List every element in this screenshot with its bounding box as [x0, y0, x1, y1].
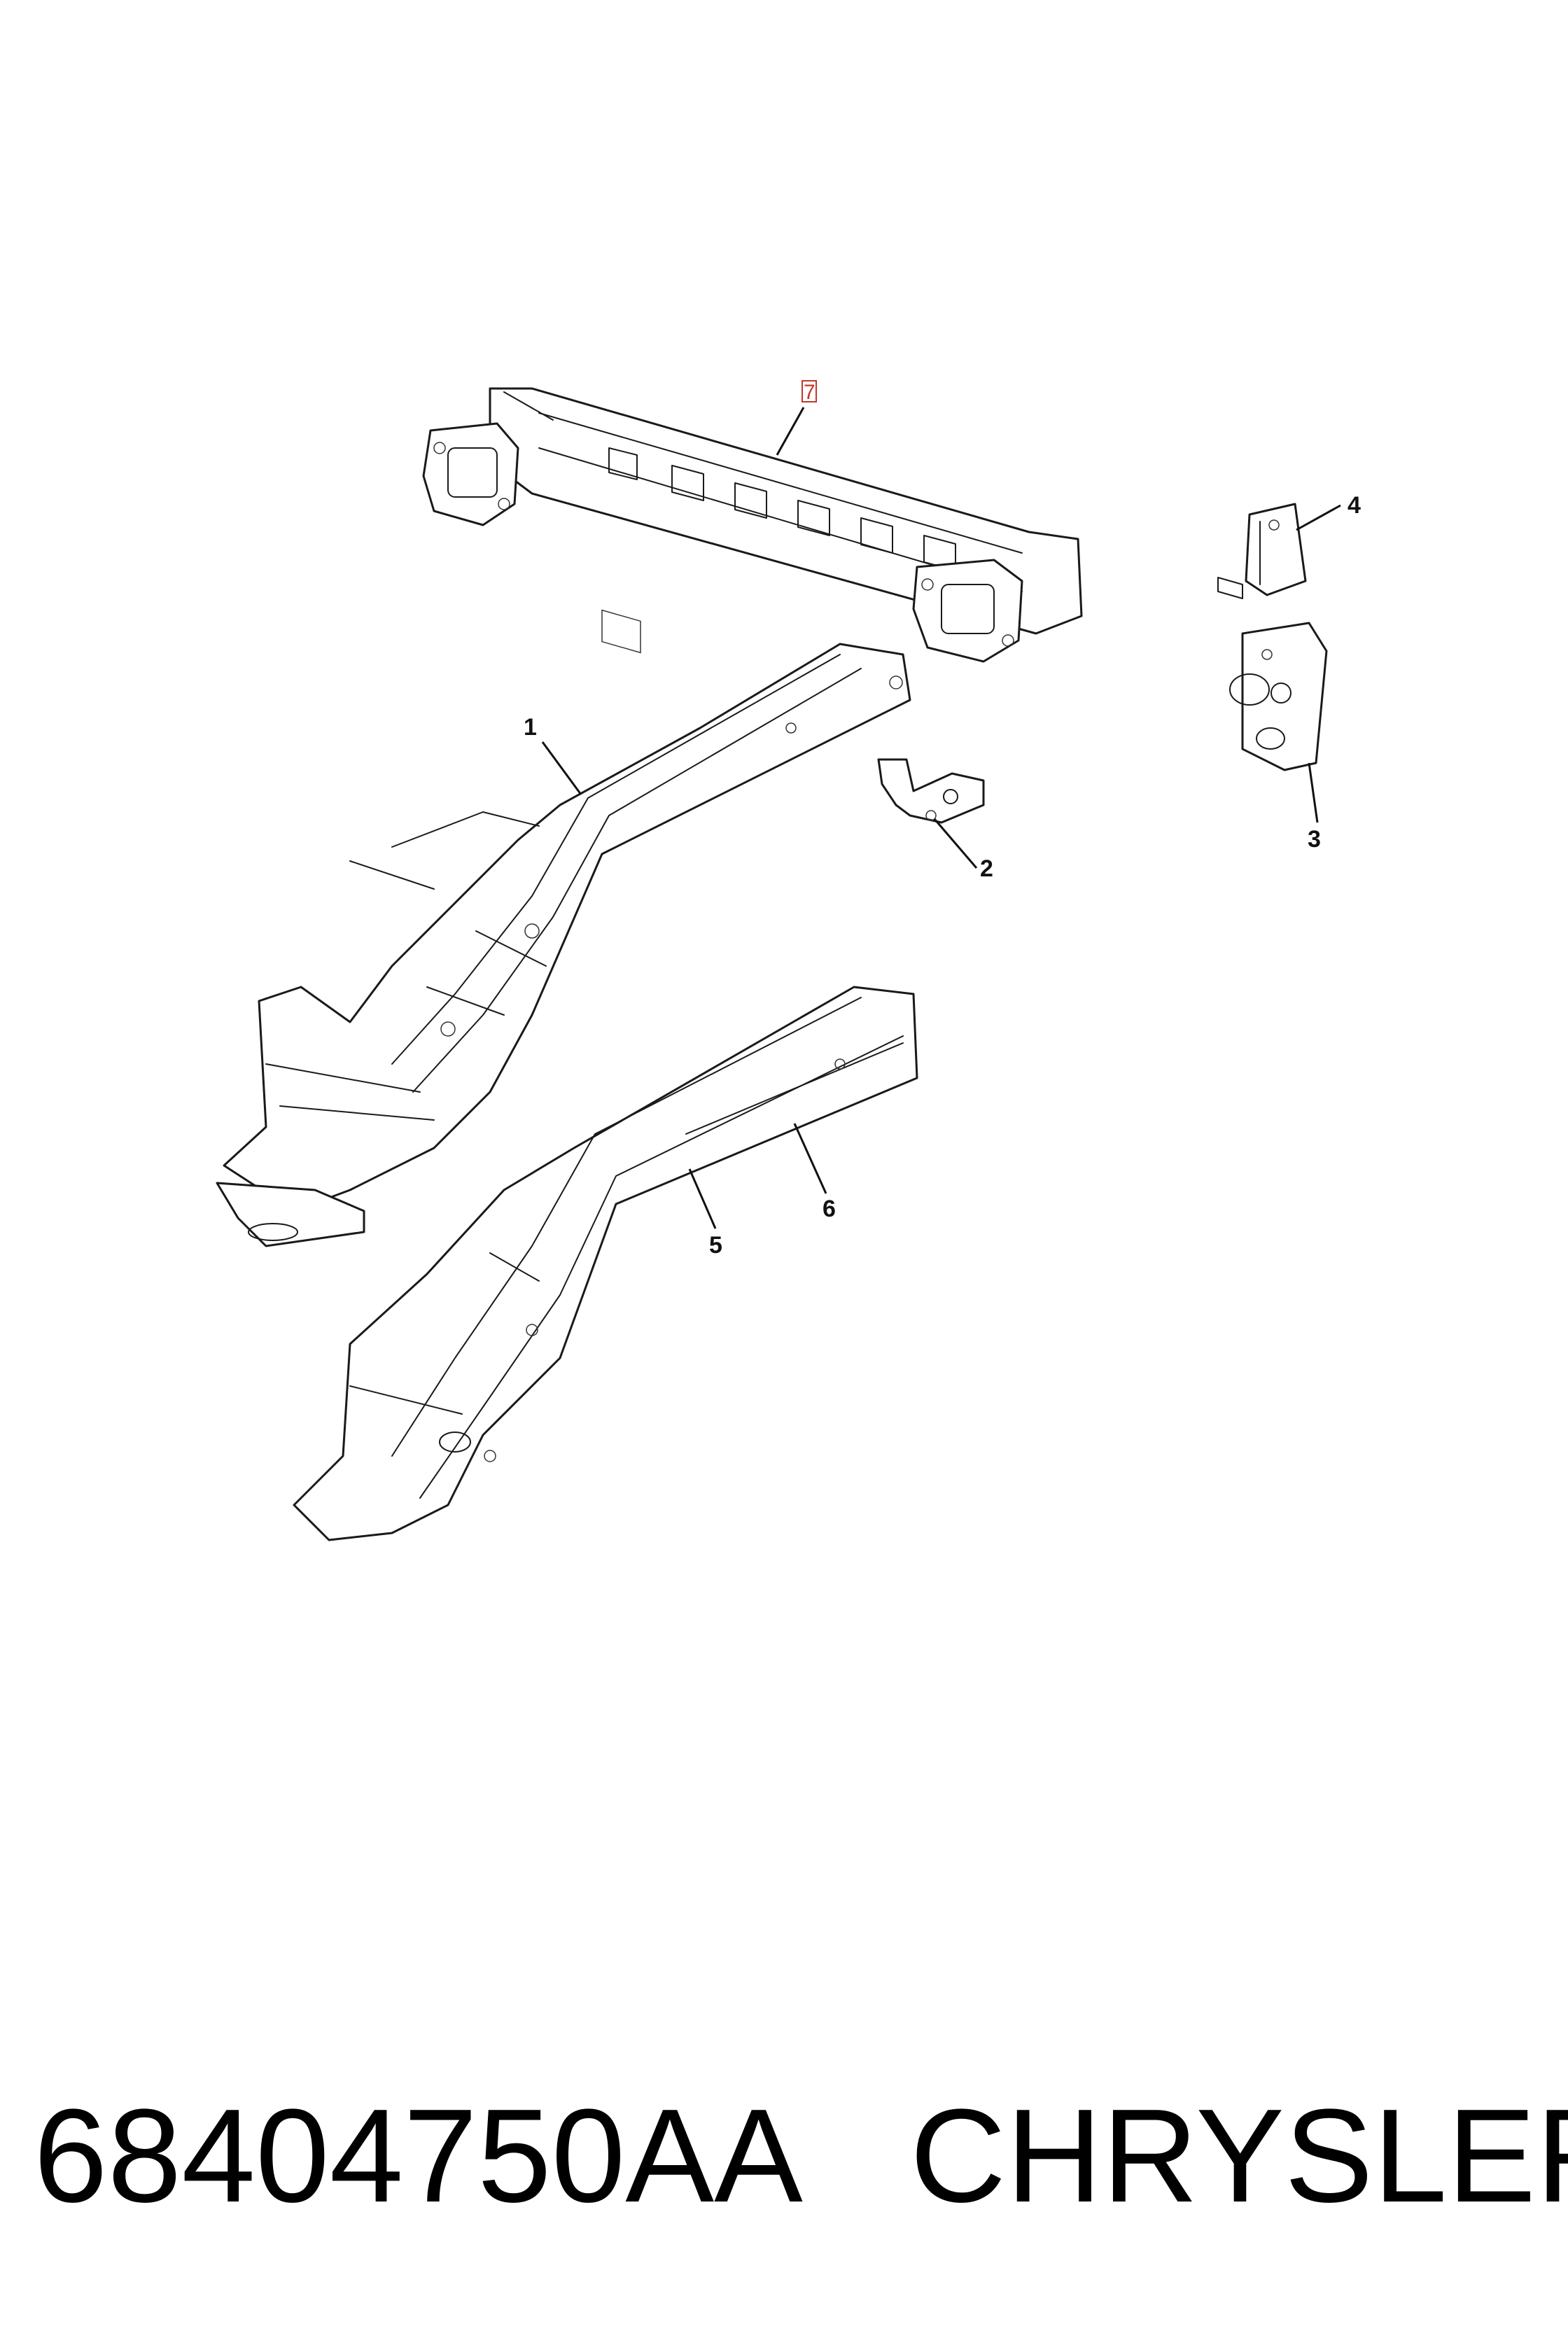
upper-mount-bracket-part[interactable]: [1217, 503, 1307, 599]
callout-4: 4: [1296, 492, 1361, 531]
svg-text:7: 7: [804, 381, 816, 404]
svg-text:3: 3: [1308, 826, 1321, 853]
callout-2: 2: [933, 818, 993, 882]
callout-1: 1: [524, 714, 582, 795]
part-number-caption: 68404750AA: [34, 2082, 803, 2230]
svg-text:2: 2: [980, 855, 993, 882]
callout-5: 5: [688, 1168, 722, 1259]
callout-3: 3: [1308, 762, 1321, 853]
svg-text:1: 1: [524, 714, 537, 741]
lower-mount-bracket-part[interactable]: [1229, 622, 1328, 771]
right-frame-rail-part[interactable]: [293, 986, 918, 1541]
svg-text:6: 6: [822, 1196, 836, 1222]
svg-text:4: 4: [1348, 492, 1361, 519]
svg-text:5: 5: [709, 1232, 722, 1259]
bumper-beam-part[interactable]: [422, 387, 1083, 663]
exploded-parts-diagram: 7 4 1 2 3 5 6: [216, 380, 1361, 1541]
left-frame-rail-part[interactable]: [216, 643, 911, 1247]
bracket-part[interactable]: [877, 758, 985, 824]
brand-caption: CHRYSLER: [910, 2082, 1568, 2230]
callout-7: 7: [776, 380, 817, 456]
callout-6: 6: [793, 1123, 836, 1222]
